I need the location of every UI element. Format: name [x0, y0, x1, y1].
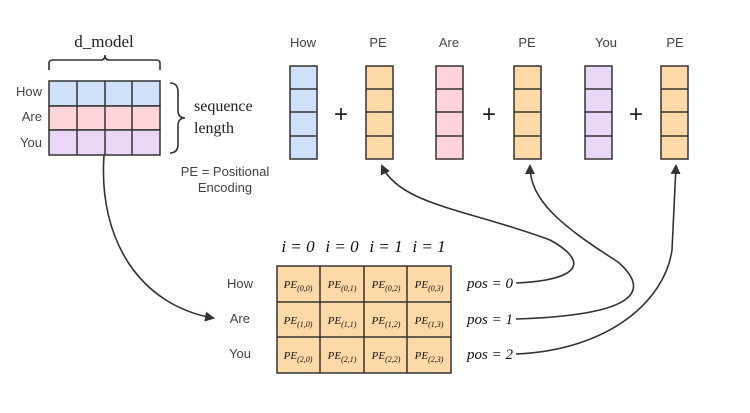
pe-cell-0-3: PE(0,3): [414, 279, 444, 293]
vector-label-pe-2: PE: [518, 35, 536, 50]
pe-cell-2-2: PE(2,2): [371, 350, 401, 364]
pe-cell-1-0: PE(1,0): [283, 315, 313, 329]
matrix-row-label-you: You: [229, 346, 251, 361]
plus-sign-2: +: [482, 101, 496, 128]
length-label: length: [194, 120, 234, 137]
pe-definition-line1: PE = Positional: [181, 164, 270, 179]
pe-cell-2-0: PE(2,0): [283, 350, 313, 364]
column-header-1: i = 0: [325, 237, 359, 256]
sequence-length-brace: [169, 82, 186, 154]
vector-label-are: Are: [439, 35, 459, 50]
vector-pe-3: [660, 65, 689, 160]
pe-cell-2-1: PE(2,1): [327, 350, 357, 364]
d-model-label: d_model: [74, 32, 134, 51]
embedding-to-matrix-arrow: [102, 154, 215, 322]
vector-label-pe-3: PE: [666, 35, 684, 50]
embedding-token-how: How: [16, 84, 43, 99]
pe-cell-2-3: PE(2,3): [414, 350, 444, 364]
vector-you: [584, 65, 613, 160]
embedding-token-are: Are: [22, 109, 42, 124]
d-model-brace: [48, 54, 161, 70]
pe-definition-line2: Encoding: [198, 180, 252, 195]
embedding-token-you: You: [20, 135, 42, 150]
pos-label-1: pos = 1: [466, 312, 513, 328]
matrix-row-label-how: How: [227, 276, 254, 291]
pos2-to-pe-arrow: [515, 164, 681, 355]
column-header-2: i = 1: [369, 237, 402, 256]
plus-sign-3: +: [629, 101, 643, 128]
pe-matrix: PE(0,0) PE(0,1) PE(0,2) PE(0,3) PE(1,0) PE(1,…: [276, 265, 452, 374]
pe-cell-0-1: PE(0,1): [327, 279, 357, 293]
vector-are: [435, 65, 464, 160]
pos0-to-pe-arrow: [380, 164, 575, 284]
vector-how: [289, 65, 318, 160]
pe-cell-1-1: PE(1,1): [327, 315, 357, 329]
pe-cell-1-3: PE(1,3): [414, 315, 444, 329]
vector-label-pe-1: PE: [369, 35, 387, 50]
matrix-row-label-are: Are: [230, 311, 250, 326]
pe-cell-1-2: PE(1,2): [371, 315, 401, 329]
vector-pe-2: [513, 65, 542, 160]
vector-label-you: You: [595, 35, 617, 50]
pos-label-2: pos = 2: [466, 347, 513, 363]
embedding-matrix: [48, 80, 161, 156]
plus-sign-1: +: [334, 101, 348, 128]
column-header-3: i = 1: [412, 237, 445, 256]
pos-label-0: pos = 0: [466, 276, 513, 292]
pe-cell-0-0: PE(0,0): [283, 279, 313, 293]
pe-cell-0-2: PE(0,2): [371, 279, 401, 293]
column-header-0: i = 0: [281, 237, 315, 256]
vector-label-how: How: [290, 35, 317, 50]
sequence-label: sequence: [194, 98, 253, 115]
pos1-to-pe-arrow: [515, 164, 635, 320]
vector-pe-1: [365, 65, 394, 160]
